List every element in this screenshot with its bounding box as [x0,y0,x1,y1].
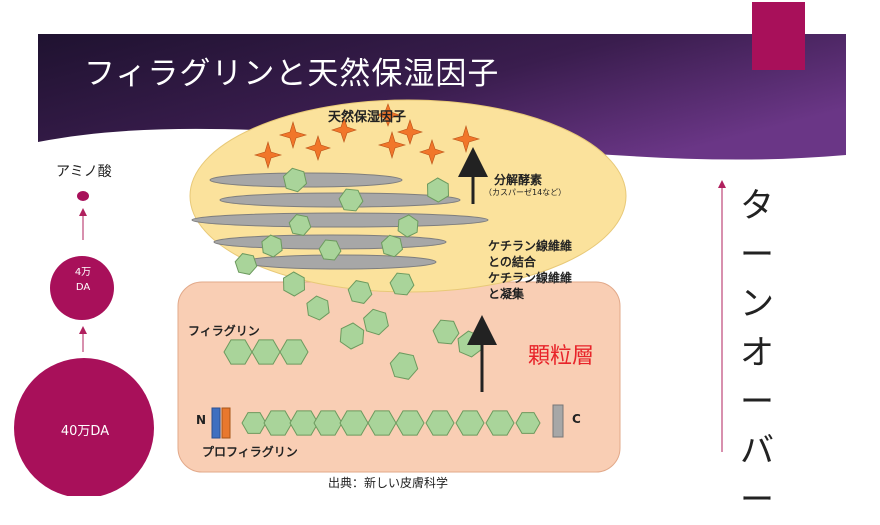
filaggrin-hexagon [289,410,319,436]
filaggrin-hexagon [279,339,309,365]
c-terminal-cap [552,404,564,438]
n-terminal-orange [221,407,231,439]
turnover-label: タ ー ン オ ー バ ー [734,182,780,525]
star [419,139,445,165]
filaggrin-hexagon [339,410,369,436]
filaggrin-hexagon [282,271,306,297]
filaggrin-hexagon [338,188,364,212]
filaggrin-diagram [14,99,726,496]
keratin-label: ケチラン線維維 との結合 ケチラン線維維 と凝集 [488,239,573,301]
filaggrin-hexagon [455,410,485,436]
large-circle [14,358,154,496]
profilaggrin-label: プロフィラグリン [202,445,298,459]
n-terminal-label: N [196,413,207,427]
filaggrin-hexagon [241,412,267,434]
turnover-char: ー [740,382,774,422]
filaggrin-hexagon [306,295,330,321]
filaggrin-hexagon [425,410,455,436]
turnover-char: バ [740,431,774,471]
turnover-char: オ [740,333,774,373]
filaggrin-hexagon [339,322,365,350]
keratin-fiber [191,212,489,228]
filaggrin-hexagon [363,308,389,336]
turnover-char: タ [740,186,774,226]
filaggrin-hexagon [397,214,419,238]
mid-circle-value: 4万 [74,267,92,278]
amino-acid-label: アミノ酸 [56,164,112,180]
turnover-char: ン [740,284,774,324]
c-terminal-label: C [572,412,581,426]
star [377,130,407,160]
mid-circle-unit: DA [75,282,91,293]
filaggrin-hexagon [234,253,258,275]
star [278,120,308,150]
filaggrin-hexagon [313,410,343,436]
turnover-char: ー [740,235,774,275]
slide-title: フィラグリンと天然保湿因子 [84,56,500,92]
filaggrin-hexagon [223,339,253,365]
filaggrin-hexagon [347,280,373,304]
filaggrin-hexagon [367,410,397,436]
source-citation: 出典：新しい皮膚科学 [328,476,449,490]
star [397,119,423,145]
filaggrin-hexagon [515,412,541,434]
nmf-stars [253,103,481,170]
filaggrin-hexagon [288,214,312,236]
filaggrin-hexagon [282,167,308,193]
nmf-label: 天然保湿因子 [328,110,407,125]
filaggrin-hexagon [380,234,404,258]
accent-block [752,2,805,70]
filaggrin-hexagon [261,234,283,258]
mid-circle [50,256,114,320]
amino-acid-dot [77,191,89,201]
filaggrin-hexagon [251,339,281,365]
star [376,103,400,127]
size-scale [14,191,154,496]
profilaggrin-chain [211,404,564,439]
granular-layer-label: 顆粒層 [528,344,595,369]
star [331,117,357,143]
star [305,135,331,161]
turnover-char: ー [740,480,774,520]
n-terminal-blue [211,407,221,439]
filaggrin-hexagon [426,177,450,203]
large-circle-label: 40万DA [60,424,110,439]
filaggrin-hexagon [318,239,342,261]
filaggrin-hexagon [432,319,460,345]
enzyme-label: 分解酵素 [494,173,543,187]
filaggrin-hexagon [389,272,415,296]
filaggrin-label: フィラグリン [188,324,260,338]
filaggrin-hexagon [389,352,419,380]
filaggrin-hexagon [395,410,425,436]
filaggrin-hexagon [263,410,293,436]
filaggrin-hexagon [485,410,515,436]
star [253,140,283,170]
enzyme-sub-label: （カスパーゼ14など） [484,188,567,197]
